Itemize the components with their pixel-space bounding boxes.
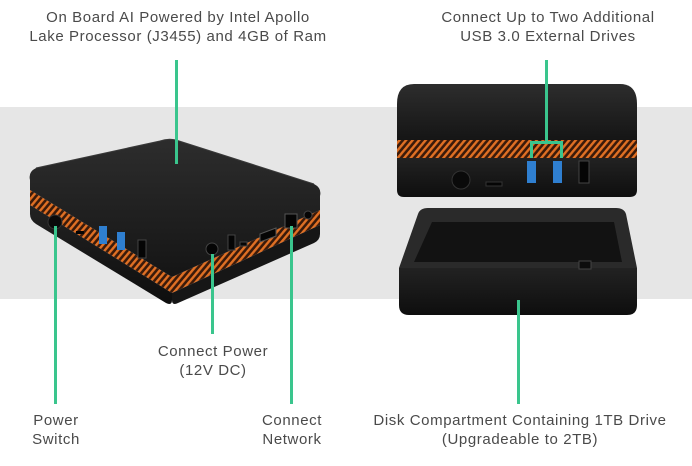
switch-callout-label: Power Switch: [32, 412, 80, 448]
tray-latch: [578, 260, 592, 270]
audio-jack-icon: [303, 210, 313, 220]
usb3-port-icon: [527, 161, 536, 183]
left-mini-pc: [29, 138, 321, 304]
right-mini-pc: [397, 84, 637, 197]
usb3-port-icon: [117, 232, 125, 250]
usb3-port-icon: [99, 226, 107, 244]
usbc-port-icon: [239, 241, 248, 247]
power-callout-line: [211, 254, 214, 334]
processor-callout-line: [175, 60, 178, 164]
right-vent-band: [397, 140, 637, 158]
tray-well: [414, 222, 622, 262]
left-side-right: [172, 225, 320, 304]
usb-callout-line: [545, 60, 548, 142]
usb-callout-label: Connect Up to Two Additional USB 3.0 Ext…: [441, 9, 655, 45]
right-top-cover: [397, 84, 637, 140]
right-front-panel: [397, 158, 637, 197]
power-button-icon: [451, 170, 471, 190]
usb-port-icon: [578, 160, 590, 184]
power-callout-label: Connect Power (12V DC): [157, 343, 269, 379]
usb-callout-bracket-right: [560, 141, 563, 158]
usb-port-icon: [137, 239, 147, 259]
processor-callout-label: On Board AI Powered by Intel Apollo Lake…: [29, 9, 327, 45]
left-side-left: [30, 205, 172, 304]
card-slot: [76, 231, 84, 234]
disk-callout-label: Disk Compartment Containing 1TB Drive (U…: [373, 412, 667, 448]
network-callout-label: Connect Network: [261, 412, 323, 448]
disk-compartment-tray: [399, 208, 637, 315]
network-callout-line: [290, 226, 293, 404]
usb-callout-bracket-left: [530, 141, 533, 158]
left-top-cover: [29, 139, 321, 277]
usb-port-icon: [227, 234, 236, 251]
usb3-port-icon: [553, 161, 562, 183]
tray-front: [399, 268, 637, 315]
disk-callout-line: [517, 300, 520, 404]
card-slot: [485, 181, 503, 187]
switch-callout-line: [54, 226, 57, 404]
hdmi-port-icon: [259, 227, 277, 243]
usb-callout-bracket-top: [530, 141, 563, 144]
